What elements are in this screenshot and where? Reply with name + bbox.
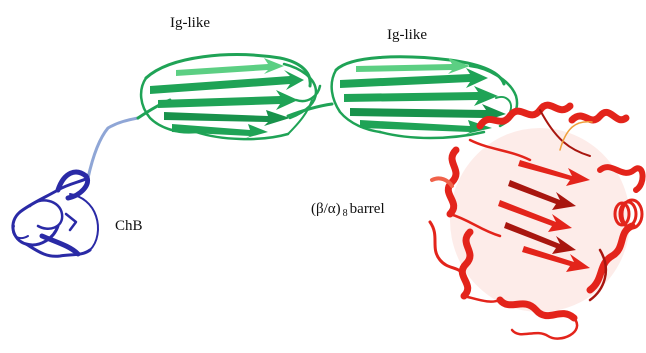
linker-chain: [88, 118, 138, 178]
ig-like-domain-1: [138, 55, 320, 139]
ig-like-label-1: Ig-like: [170, 16, 210, 31]
barrel-domain: [430, 105, 643, 338]
barrel-label-prefix: (β/α): [311, 201, 341, 217]
ig-like-domain-2: [332, 57, 517, 138]
chb-domain: [13, 172, 98, 256]
ig-like-label-2: Ig-like: [387, 28, 427, 43]
barrel-label-subscript: 8: [343, 208, 348, 219]
chb-label: ChB: [115, 219, 143, 234]
barrel-label-suffix: barrel: [350, 201, 385, 217]
